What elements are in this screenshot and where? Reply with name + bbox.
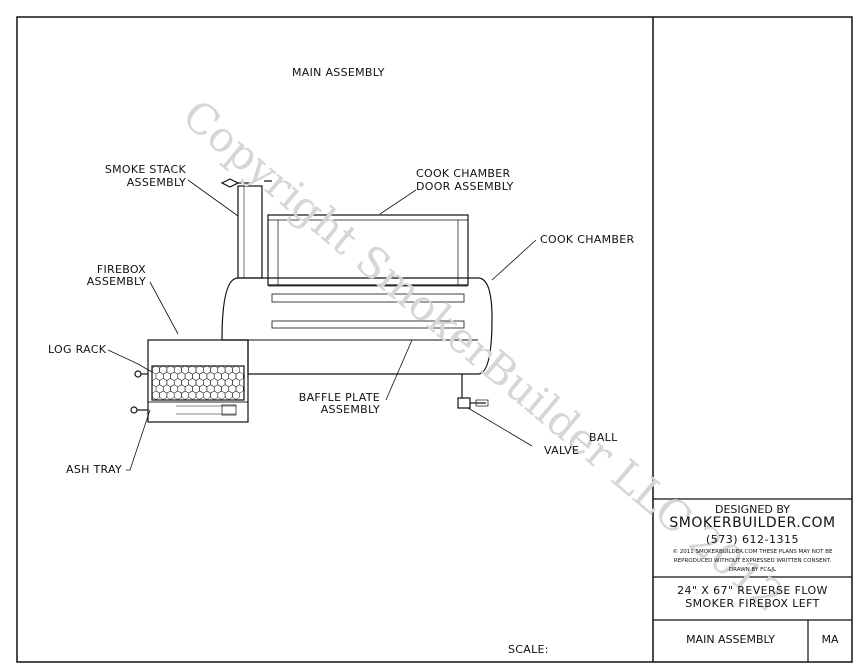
leader-lines [107, 179, 537, 471]
chamber-door [267, 214, 469, 286]
drawn-by: DRAWN BY FC&JL [728, 567, 777, 573]
company-name: SMOKERBUILDER.COM [669, 515, 836, 531]
callout-baffle-1: BAFFLE PLATE [298, 391, 380, 404]
project-line-2: SMOKER FIREBOX LEFT [685, 597, 820, 610]
callout-baffle-2: ASSEMBLY [320, 403, 380, 416]
smoke-stack [237, 185, 263, 279]
designed-by: DESIGNED BY [715, 503, 790, 516]
callout-firebox-1: FIREBOX [96, 263, 146, 276]
stack-damper [220, 178, 250, 188]
callout-firebox-2: ASSEMBLY [86, 275, 146, 288]
mesh-cell [166, 390, 175, 400]
mesh-cell [224, 390, 233, 400]
mesh-cell [210, 390, 219, 400]
mesh-cell [152, 390, 160, 400]
sheet-name: MAIN ASSEMBLY [686, 633, 775, 646]
sheet-code: MA [821, 633, 839, 646]
mesh-cell [181, 390, 189, 400]
callout-valve: VALVE [544, 444, 580, 457]
callout-ash-tray: ASH TRAY [66, 463, 122, 476]
mesh-cell [188, 390, 197, 400]
copyright-line-1: © 2011 SMOKERBUILDER.COM THESE PLANS MAY… [672, 549, 833, 555]
ball-valve [457, 397, 471, 409]
mesh-cell [195, 390, 204, 400]
callout-door-2: DOOR ASSEMBLY [416, 180, 514, 193]
drawing-title: MAIN ASSEMBLY [292, 66, 385, 79]
log-rack-mesh [152, 365, 244, 400]
mesh-cell [232, 390, 240, 400]
outer-border [16, 16, 853, 663]
mesh-cell [217, 390, 226, 400]
callout-ball: BALL [589, 431, 618, 444]
callout-smoke-stack-1: SMOKE STACK [104, 163, 186, 176]
copyright-line-2: REPRODUCED WITHOUT EXPRESSED WRITTEN CON… [673, 558, 832, 564]
mesh-cell [159, 390, 168, 400]
callout-door-1: COOK CHAMBER [416, 167, 511, 180]
mesh-cell [173, 390, 182, 400]
callout-cook-chamber: COOK CHAMBER [540, 233, 635, 246]
callout-log-rack: LOG RACK [48, 343, 107, 356]
project-line-1: 24" X 67" REVERSE FLOW [677, 584, 828, 597]
cook-chamber [221, 277, 493, 375]
firebox [147, 339, 249, 423]
log-rack-panel [151, 365, 245, 401]
mesh-cell [203, 390, 211, 400]
callout-smoke-stack-2: ASSEMBLY [126, 176, 186, 189]
smoker-drawing [130, 178, 493, 423]
phone-number: (573) 612-1315 [705, 533, 800, 546]
scale-label: SCALE: [508, 643, 549, 656]
